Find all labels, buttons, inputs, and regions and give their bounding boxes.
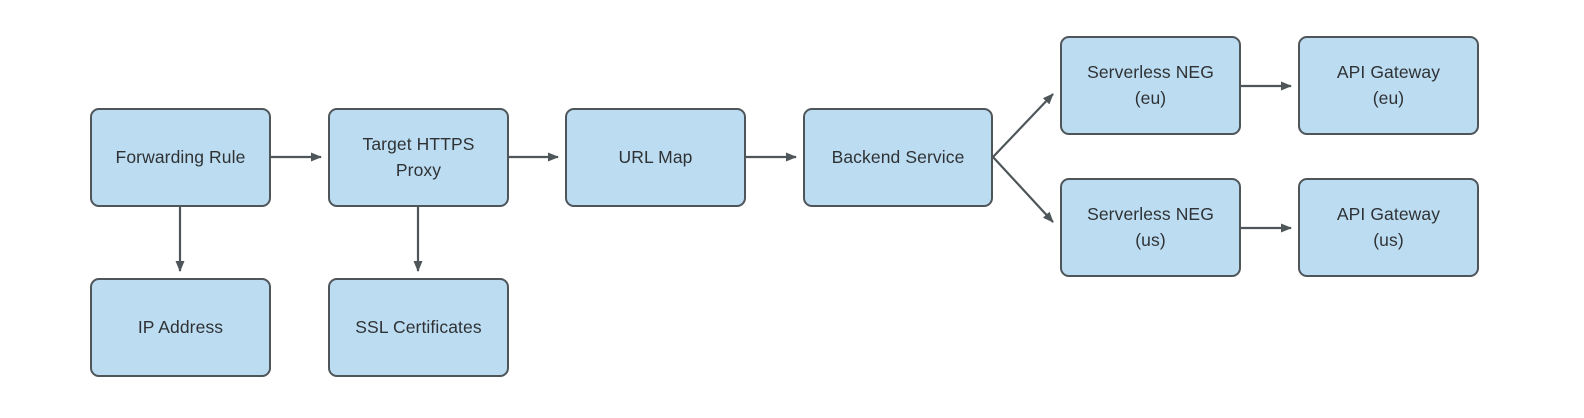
node-api-gateway-eu[interactable]: API Gateway (eu) [1298, 36, 1479, 135]
edge-backend-service-to-serverless-neg-eu [992, 93, 1054, 158]
node-label: Serverless NEG (us) [1087, 204, 1214, 250]
node-ip-address[interactable]: IP Address [90, 278, 271, 377]
node-serverless-neg-us[interactable]: Serverless NEG (us) [1060, 178, 1241, 277]
node-backend-service[interactable]: Backend Service [803, 108, 993, 207]
node-api-gateway-us[interactable]: API Gateway (us) [1298, 178, 1479, 277]
node-label: Serverless NEG (eu) [1087, 62, 1214, 108]
node-label: Target HTTPS Proxy [362, 134, 475, 180]
node-ssl-certificates[interactable]: SSL Certificates [328, 278, 509, 377]
node-target-https-proxy[interactable]: Target HTTPS Proxy [328, 108, 509, 207]
node-label: SSL Certificates [355, 316, 482, 337]
node-label: URL Map [618, 146, 693, 167]
node-forwarding-rule[interactable]: Forwarding Rule [90, 108, 271, 207]
edge-backend-service-to-serverless-neg-us [992, 156, 1054, 223]
node-label: API Gateway (us) [1336, 204, 1441, 250]
node-label: Forwarding Rule [115, 146, 246, 167]
node-serverless-neg-eu[interactable]: Serverless NEG (eu) [1060, 36, 1241, 135]
node-label: API Gateway (eu) [1336, 62, 1441, 108]
node-label: IP Address [137, 316, 224, 337]
node-url-map[interactable]: URL Map [565, 108, 746, 207]
node-label: Backend Service [831, 146, 965, 167]
